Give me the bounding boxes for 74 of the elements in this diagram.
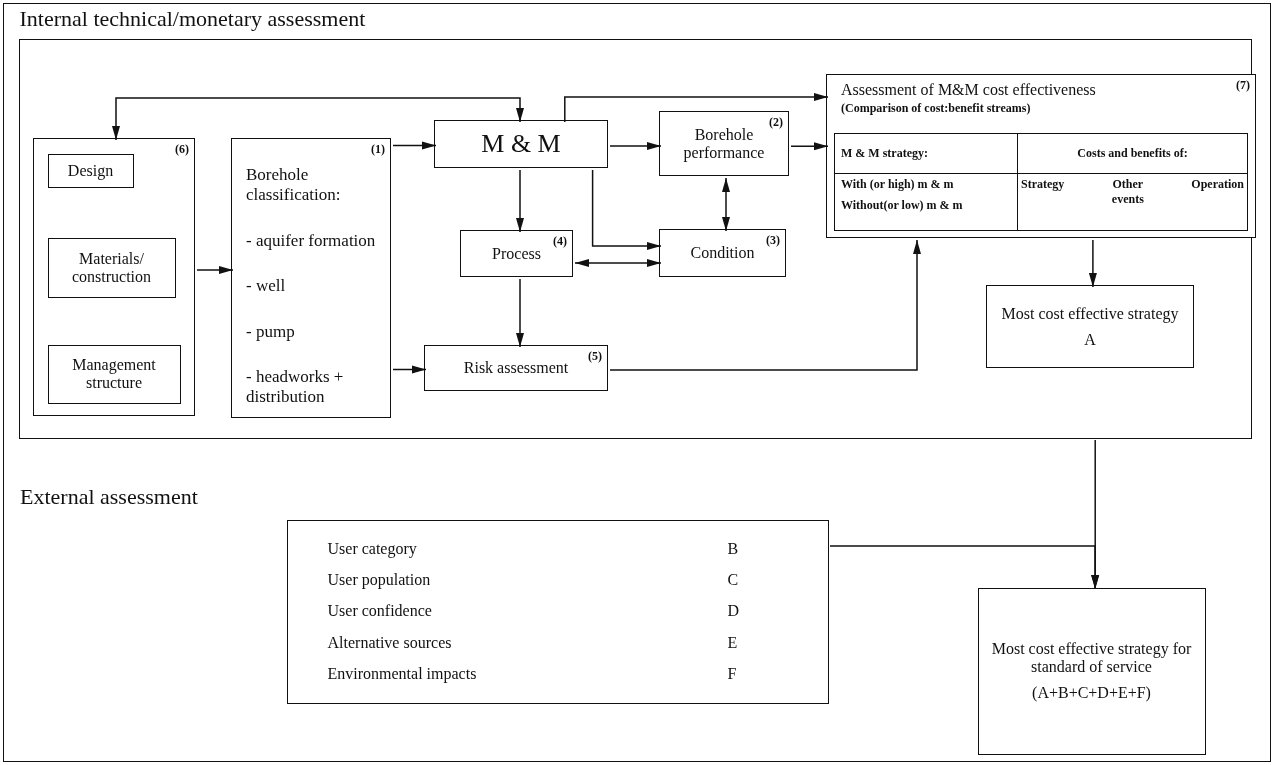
factor-label: User population — [327, 571, 432, 590]
assessment-box — [826, 74, 1256, 238]
arrow — [790, 142, 829, 151]
arrow — [829, 545, 1100, 590]
box-label: Condition — [690, 244, 755, 262]
number-mark: (2) — [769, 115, 783, 130]
number-mark: (3) — [766, 233, 780, 248]
arrow — [112, 97, 524, 141]
process-box — [47, 344, 181, 404]
table-text: Strategy — [1021, 177, 1065, 193]
result-box — [977, 587, 1206, 755]
box-label: Design — [67, 161, 114, 180]
result-box — [986, 285, 1194, 368]
list-item: - well — [246, 276, 287, 296]
box-heading: Borehole classification: — [246, 165, 342, 205]
arrow — [591, 169, 662, 250]
arrow — [516, 278, 524, 348]
list-item: - pump — [246, 321, 296, 342]
arrow — [392, 141, 437, 150]
section-heading: External assessment — [20, 484, 198, 510]
category-letter: D — [727, 602, 741, 621]
arrow — [1088, 239, 1097, 288]
arrow — [392, 365, 427, 374]
list-item: - aquifer formation — [246, 230, 377, 251]
table-text: Other events — [1110, 177, 1145, 207]
arrow — [574, 259, 662, 267]
factor-list-box — [286, 519, 829, 704]
number-mark: (1) — [371, 142, 385, 157]
box-label: Most cost effective strategy for standard of service — [990, 640, 1193, 676]
process-box — [424, 345, 608, 391]
category-letter: B — [727, 539, 740, 558]
table-header: Costs and benefits of: — [1077, 146, 1188, 160]
arrow — [722, 177, 730, 232]
table-text: Operation — [1191, 177, 1244, 193]
table-header: M & M strategy: — [841, 146, 928, 160]
process-box — [434, 120, 608, 168]
arrow — [564, 93, 829, 123]
list-item: - headworks + distribution — [246, 367, 345, 407]
box-subheading: (Comparison of cost:benefit streams) — [841, 101, 1031, 116]
number-mark: (5) — [588, 349, 602, 364]
factor-label: User category — [327, 539, 418, 558]
factor-label: Environmental impacts — [327, 665, 478, 684]
process-box — [47, 237, 176, 298]
arrow — [609, 142, 662, 150]
box-label: Risk assessment — [463, 359, 569, 377]
factor-label: Alternative sources — [327, 633, 453, 652]
number-mark: (4) — [553, 234, 567, 249]
table-text: With (or high) m & m — [841, 177, 955, 192]
number-mark: (7) — [1236, 78, 1250, 93]
category-letter: E — [727, 633, 739, 652]
number-mark: (6) — [175, 142, 189, 157]
box-heading: Assessment of M&M cost effectiveness — [841, 81, 1096, 99]
box-label: Borehole performance — [682, 125, 766, 162]
box-label: Process — [492, 244, 541, 263]
classification-box — [231, 138, 391, 418]
box-label: A — [1084, 330, 1096, 349]
process-box — [659, 229, 786, 277]
factor-label: User confidence — [327, 602, 433, 621]
panel-heading: Internal technical/monetary assessment — [19, 5, 366, 32]
box-label: Management structure — [71, 356, 157, 392]
category-letter: C — [727, 571, 740, 590]
arrow — [196, 266, 234, 275]
box-label: (A+B+C+D+E+F) — [1032, 684, 1151, 702]
arrow — [609, 239, 921, 371]
process-box — [47, 153, 134, 188]
arrow — [516, 169, 524, 233]
box-label: Most cost effective strategy — [1001, 304, 1179, 323]
process-box — [460, 230, 573, 277]
process-box — [659, 111, 789, 176]
category-letter: F — [727, 665, 738, 684]
group-box — [33, 138, 195, 416]
box-label: Materials/ construction — [70, 249, 153, 286]
table-text: Without(or low) m & m — [841, 198, 964, 213]
box-label: M & M — [481, 129, 561, 159]
